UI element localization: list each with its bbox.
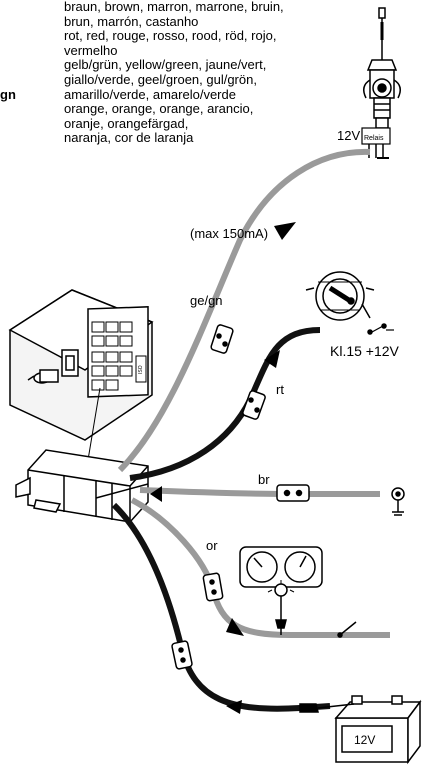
power-antenna — [361, 7, 401, 159]
dashboard-gauges — [239, 546, 323, 635]
arrow-from-illumination — [226, 618, 244, 636]
legend-red-line-1: rot, red, rouge, rosso, rood, röd, rojo, — [64, 28, 277, 44]
fuse-holder-or — [202, 572, 224, 602]
antenna-mount — [366, 59, 398, 71]
antenna-voltage-label: 12V — [337, 128, 360, 143]
legend-code-gn: gn — [0, 87, 16, 102]
wire-ge-gn — [117, 148, 371, 473]
legend-yellow-green-line-1: gelb/grün, yellow/green, jaune/vert, — [64, 57, 267, 73]
legend-brown-line-1: braun, brown, marron, marrone, bruin, — [64, 0, 284, 14]
legend-yellow-green-line-2: giallo/verde, geel/groen, gul/grön, — [64, 71, 257, 87]
battery-clamp — [299, 703, 319, 713]
wire-label-br: br — [258, 472, 270, 487]
wire-br — [139, 487, 380, 497]
car-battery — [299, 695, 422, 765]
battery-voltage-label: 12V — [354, 733, 375, 747]
ground-lug — [391, 487, 405, 516]
legend-red-line-2: vermelho — [64, 42, 118, 58]
relay-label: Relais — [364, 135, 384, 142]
illumination-bulb-icon — [274, 583, 288, 597]
legend-orange-line-2: oranje, orangefärgad, — [64, 115, 189, 131]
ignition-switch — [305, 271, 394, 335]
max-current-label: (max 150mA) — [190, 226, 268, 241]
fuse-holder-battery — [171, 640, 193, 670]
arrow-from-ignition — [264, 350, 280, 368]
illumination-switch — [337, 621, 357, 638]
arrow-ground — [150, 486, 162, 502]
ignition-label: Kl.15 +12V — [330, 343, 400, 359]
fuse-holder-br — [276, 484, 310, 502]
legend-brown-line-2: brun, marrón, castanho — [64, 13, 199, 29]
wire-label-rt: rt — [276, 382, 284, 397]
wire-label-ge-gn: ge/gn — [190, 293, 223, 308]
arrow-to-antenna — [274, 222, 296, 240]
fuse-holder-ge-gn — [210, 324, 234, 354]
fuse-holder-rt — [242, 390, 266, 420]
color-legend: braun, brown, marron, marrone, bruin, br… — [64, 0, 324, 146]
arrow-to-battery — [226, 700, 242, 714]
legend-yellow-green-line-3: amarillo/verde, amarelo/verde — [64, 86, 236, 102]
radio-front-panel — [8, 289, 154, 441]
legend-orange-line-3: naranja, cor de laranja — [64, 130, 194, 146]
legend-orange-line-1: orange, orange, orange, arancio, — [64, 101, 254, 117]
radio-slot-label: ISO — [138, 365, 144, 374]
wire-label-or: or — [206, 538, 218, 553]
